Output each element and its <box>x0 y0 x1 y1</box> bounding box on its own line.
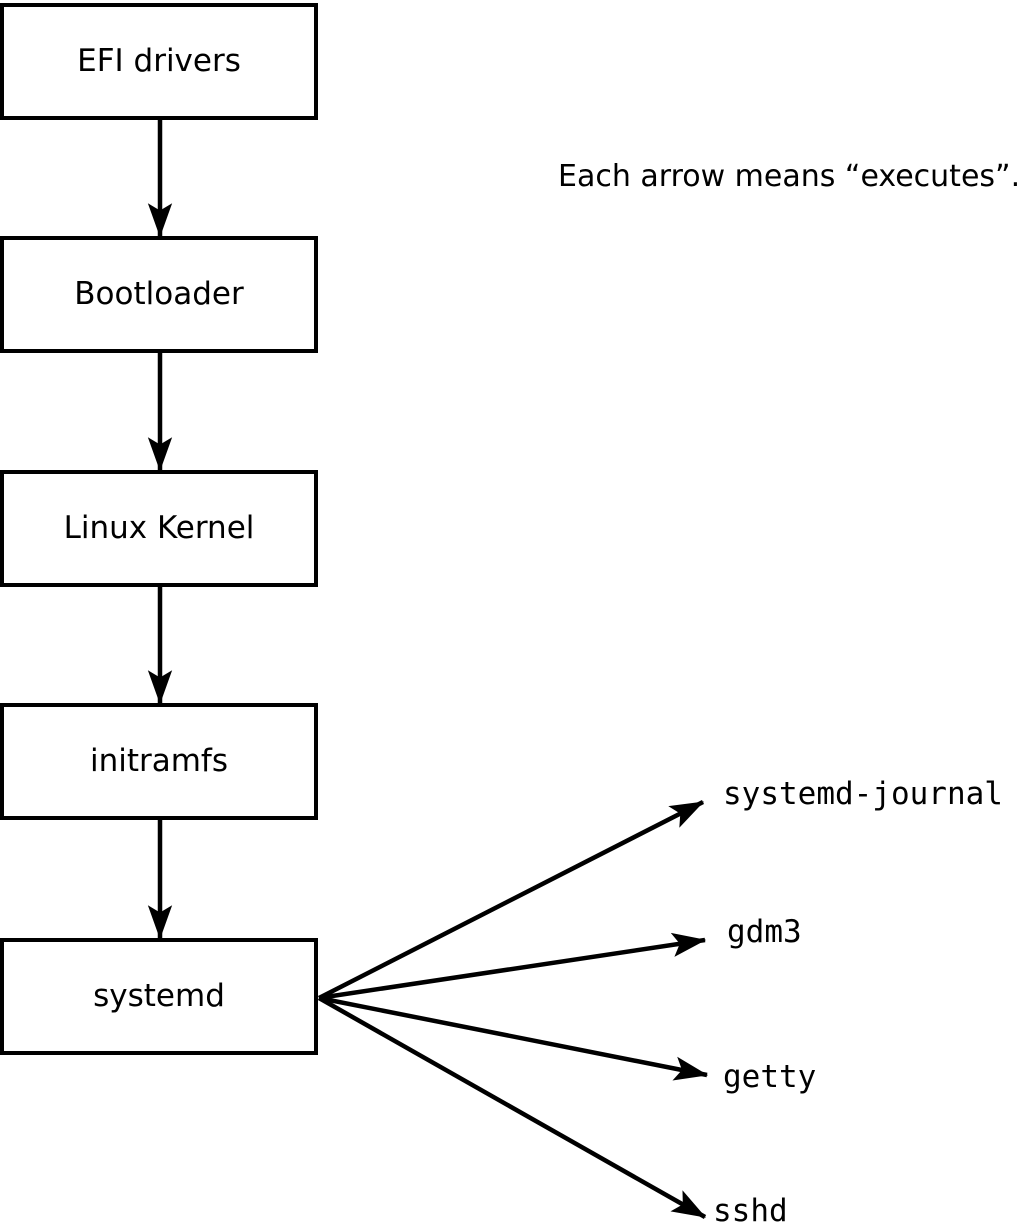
arrow-systemd-to-getty <box>318 995 709 1081</box>
process-label-getty: getty <box>723 1059 817 1095</box>
box-linux-kernel: Linux Kernel <box>0 470 318 587</box>
box-efi-drivers-label: EFI drivers <box>77 43 241 79</box>
box-initramfs-label: initramfs <box>89 743 229 779</box>
arrow-systemd-to-sshd <box>317 996 707 1219</box>
arrow-meaning-note: Each arrow means “executes”. <box>558 159 1021 194</box>
box-systemd-label: systemd <box>93 978 225 1014</box>
process-label-systemd-journal: systemd-journal <box>723 776 1003 812</box>
box-bootloader: Bootloader <box>0 236 318 353</box>
process-label-sshd: sshd <box>713 1193 788 1229</box>
arrow-systemd-to-journal <box>317 799 705 1001</box>
arrow-systemd-to-gdm3 <box>318 932 707 1001</box>
process-label-gdm3: gdm3 <box>727 914 802 950</box>
box-linux-kernel-label: Linux Kernel <box>63 510 255 546</box>
box-initramfs: initramfs <box>0 703 318 820</box>
box-bootloader-label: Bootloader <box>74 276 244 312</box>
box-efi-drivers: EFI drivers <box>0 3 318 120</box>
box-systemd: systemd <box>0 938 318 1055</box>
